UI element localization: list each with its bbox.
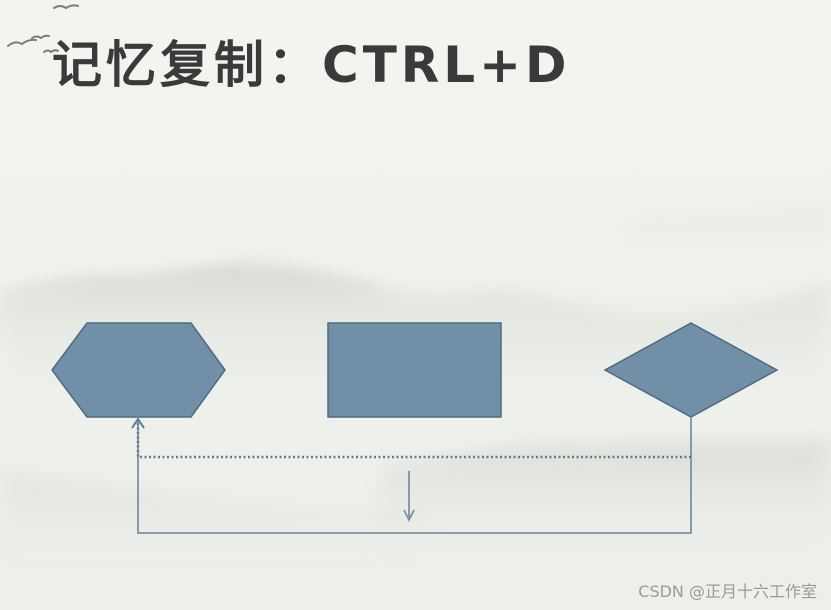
hexagon-shape[interactable] (51, 322, 226, 418)
watermark: CSDN @正月十六工作室 (638, 582, 817, 601)
rectangle-shape[interactable] (327, 322, 502, 418)
solid-connector (137, 417, 692, 534)
down-arrow-icon (403, 509, 415, 523)
dotted-connector (136, 422, 691, 459)
birds-icon (7, 4, 79, 54)
connector-arrowhead-icon (131, 417, 145, 429)
diamond-shape[interactable] (603, 322, 779, 418)
slide-title: 记忆复制：CTRL+D (52, 36, 571, 94)
